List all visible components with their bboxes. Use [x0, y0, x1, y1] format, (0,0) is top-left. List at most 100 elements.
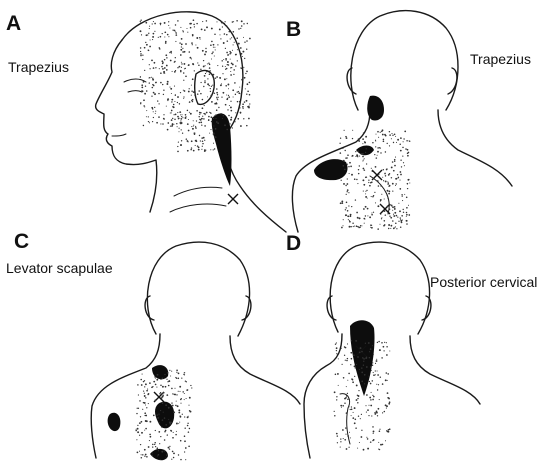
stipple-dot	[343, 219, 344, 220]
stipple-dot	[237, 101, 239, 103]
stipple-dot	[385, 151, 386, 152]
stipple-dot	[181, 116, 182, 117]
stipple-dot	[337, 442, 338, 443]
stipple-dot	[213, 149, 214, 150]
stipple-dot	[189, 397, 191, 399]
stipple-dot	[189, 23, 191, 25]
stipple-dot	[175, 405, 177, 407]
stipple-dot	[344, 398, 346, 400]
stipple-dot	[158, 37, 159, 38]
stipple-dot	[228, 88, 229, 89]
stipple-dot	[359, 369, 360, 370]
stipple-dot	[390, 228, 391, 229]
stipple-dot	[344, 439, 346, 441]
stipple-dot	[219, 34, 220, 35]
stipple-dot	[391, 166, 393, 168]
stipple-dot	[192, 44, 193, 45]
stipple-dot	[354, 178, 356, 180]
stipple-dot	[224, 33, 226, 35]
stipple-dot	[347, 380, 348, 381]
stipple-dot	[214, 55, 215, 56]
stipple-dot	[188, 119, 189, 120]
stipple-dot	[211, 101, 213, 103]
stipple-dot	[341, 180, 342, 181]
stipple-dot	[358, 138, 360, 140]
stipple-dot	[376, 360, 378, 362]
stipple-dot	[157, 456, 158, 457]
stipple-dot	[171, 459, 172, 460]
stipple-dot	[242, 51, 244, 53]
side-profile-head	[96, 12, 286, 232]
stipple-dot	[202, 143, 204, 145]
stipple-dot	[405, 148, 407, 150]
stipple-dot	[386, 431, 388, 433]
stipple-dot	[186, 28, 187, 29]
stipple-dot	[341, 200, 343, 202]
stipple-dot	[247, 106, 249, 108]
stipple-dot	[178, 423, 179, 424]
stipple-dot	[346, 360, 348, 362]
stipple-dot	[372, 399, 374, 401]
stipple-dot	[376, 411, 378, 413]
stipple-dot	[386, 168, 387, 169]
stipple-dot	[152, 121, 153, 122]
stipple-dot	[162, 62, 163, 63]
stipple-dot	[363, 218, 365, 220]
stipple-dot	[151, 386, 153, 388]
stipple-dot	[203, 60, 204, 61]
stipple-dot	[239, 101, 241, 103]
panel-a: A Trapezius	[6, 12, 286, 232]
stipple-dot	[173, 124, 174, 125]
stipple-dot	[160, 459, 161, 460]
stipple-dot	[145, 404, 146, 405]
stipple-dot	[211, 121, 213, 123]
stipple-dot	[377, 415, 378, 416]
stipple-dot	[203, 65, 205, 67]
stipple-dot	[200, 112, 202, 114]
stipple-dot	[242, 56, 243, 57]
stipple-dot	[394, 161, 395, 162]
stipple-dot	[178, 142, 179, 143]
stipple-dot	[190, 149, 192, 151]
stipple-dot	[176, 423, 178, 425]
stipple-dot	[348, 406, 349, 407]
stipple-dot	[187, 150, 189, 152]
stipple-dot	[359, 226, 361, 228]
stipple-dot	[226, 34, 228, 36]
stipple-dot	[340, 405, 342, 407]
stipple-dot	[351, 358, 353, 360]
stipple-dot	[196, 37, 198, 39]
stipple-dot	[347, 154, 349, 156]
stipple-dot	[388, 198, 389, 199]
stipple-dot	[190, 27, 192, 29]
stipple-dot	[400, 171, 402, 173]
stipple-dot	[358, 395, 360, 397]
stipple-dot	[158, 116, 160, 118]
stipple-dot	[136, 429, 137, 430]
stipple-dot	[249, 38, 251, 40]
stipple-dot	[160, 410, 161, 411]
stipple-dot	[366, 163, 367, 164]
stipple-dot	[361, 381, 363, 383]
stipple-dot	[158, 93, 159, 94]
stipple-dot	[216, 76, 218, 78]
stipple-dot	[337, 354, 339, 356]
stipple-dot	[175, 94, 176, 95]
stipple-dot	[384, 134, 386, 136]
stipple-dot	[400, 219, 401, 220]
stipple-dot	[380, 444, 382, 446]
stipple-dot	[175, 114, 177, 116]
stipple-dot	[177, 146, 178, 147]
stipple-dot	[350, 364, 351, 365]
stipple-dot	[170, 51, 172, 53]
stipple-dot	[172, 106, 174, 108]
panel-a-label: Trapezius	[8, 59, 69, 75]
stipple-dot	[204, 75, 206, 77]
stipple-dot	[360, 347, 362, 349]
stipple-dot	[377, 374, 379, 376]
stipple-dot	[392, 161, 394, 163]
stipple-dot	[200, 140, 201, 141]
stipple-dot	[394, 159, 396, 161]
stipple-dot	[204, 53, 206, 55]
stipple-dot	[403, 162, 404, 163]
